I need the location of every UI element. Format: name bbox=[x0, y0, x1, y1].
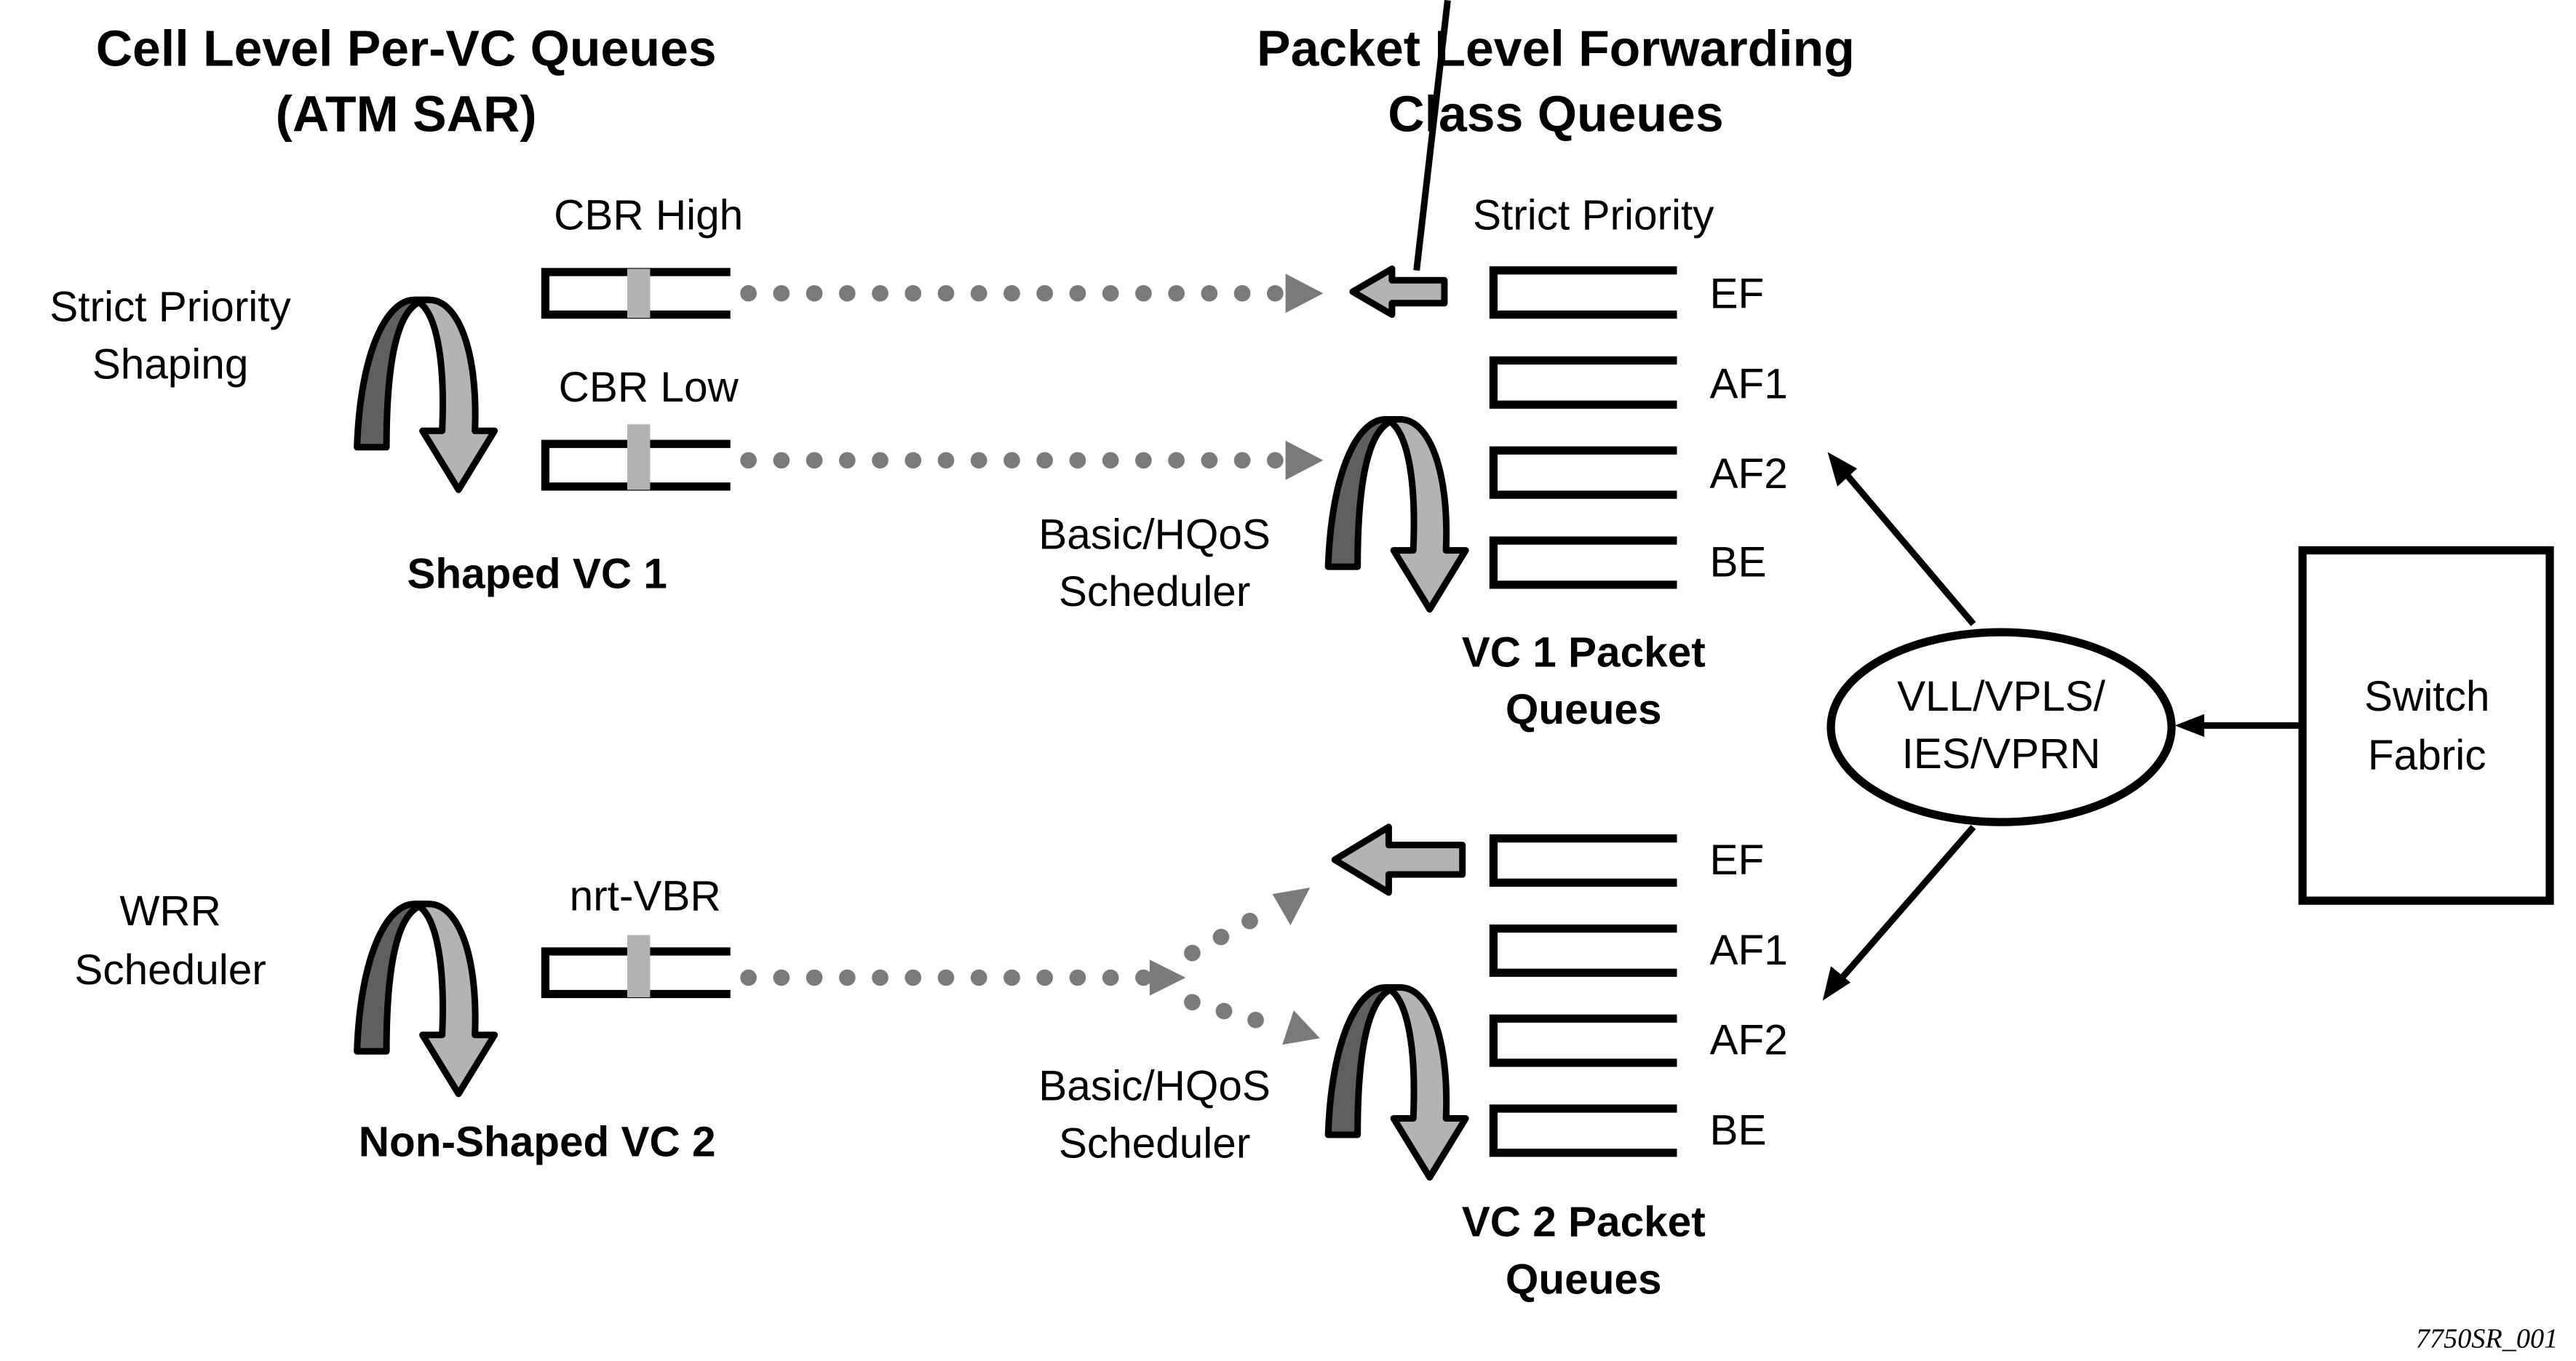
service-label-line2: IES/VPRN bbox=[1902, 730, 2101, 778]
vc1-queue-high bbox=[541, 268, 731, 319]
vc1-queue-ef: EF bbox=[1489, 266, 1764, 319]
vc2-cell-level: WRR Scheduler nrt-VBR Non-Shaped VC 2 bbox=[74, 873, 731, 1165]
vc1-scheduler-label-line1: Basic/HQoS bbox=[1038, 511, 1271, 558]
vc1-cell-level: Strict Priority Shaping CBR High CBR Low… bbox=[49, 191, 743, 597]
vc2-queue-label: nrt-VBR bbox=[570, 873, 721, 920]
strict-priority-leader bbox=[1413, 0, 1451, 271]
right-section-title: Packet Level Forwarding Class Queues bbox=[1257, 20, 1855, 142]
vc2-packet-caption-line1: VC 2 Packet bbox=[1462, 1199, 1706, 1246]
vc2-scheduler-label-line1: WRR bbox=[119, 887, 221, 935]
block-arrow-left-icon bbox=[1349, 266, 1448, 319]
vc2-queue-af2-label: AF2 bbox=[1709, 1017, 1787, 1064]
vc1-caption: Shaped VC 1 bbox=[407, 550, 667, 597]
vc2-scheduler-label-line1: Basic/HQoS bbox=[1038, 1063, 1271, 1110]
vc1-queue-ef-label: EF bbox=[1709, 271, 1764, 318]
vc1-packet-level: Strict Priority Basic/HQoS Scheduler EF … bbox=[1038, 0, 1788, 733]
vc2-queue-ef: EF bbox=[1489, 834, 1764, 887]
flow-nrt-vbr-split bbox=[740, 887, 1320, 1045]
vc2-queue-ef-label: EF bbox=[1709, 837, 1764, 884]
switch-fabric-box: Switch Fabric bbox=[2298, 546, 2554, 905]
service-label-line1: VLL/VPLS/ bbox=[1897, 673, 2106, 720]
vc1-queue-high-label: CBR High bbox=[554, 191, 743, 239]
circular-scheduler-arrow-icon bbox=[1328, 420, 1466, 610]
vc1-scheduler-label-line2: Scheduler bbox=[1059, 568, 1250, 615]
service-ellipse: VLL/VPLS/ IES/VPRN bbox=[1826, 628, 2176, 826]
vc1-packet-caption-line1: VC 1 Packet bbox=[1462, 628, 1706, 676]
vc1-queue-af2-label: AF2 bbox=[1709, 450, 1787, 498]
vc2-scheduler-label-line2: Scheduler bbox=[74, 946, 266, 994]
vc1-queue-af2: AF2 bbox=[1489, 446, 1788, 499]
right-title-line1: Packet Level Forwarding bbox=[1257, 20, 1855, 76]
circular-scheduler-arrow-icon bbox=[357, 904, 495, 1094]
switch-fabric-label-line2: Fabric bbox=[2368, 732, 2486, 779]
flow-cbr-low-to-scheduler bbox=[740, 440, 1324, 480]
vc1-scheduler-label-line1: Strict Priority bbox=[49, 284, 291, 331]
vc2-packet-caption-line2: Queues bbox=[1506, 1256, 1662, 1303]
vc2-packet-level: Basic/HQoS Scheduler EF AF1 AF2 BE VC 2 … bbox=[1038, 823, 1788, 1303]
vc1-queue-be-label: BE bbox=[1709, 539, 1766, 586]
arrow-fabric-to-service bbox=[2174, 714, 2303, 738]
flow-cbr-high-to-ef bbox=[740, 274, 1324, 314]
circular-scheduler-arrow-icon bbox=[357, 300, 495, 490]
vc2-queue-af2: AF2 bbox=[1489, 1014, 1788, 1067]
vc2-queue-nrt-vbr bbox=[541, 935, 731, 999]
vc1-queue-low-label: CBR Low bbox=[559, 364, 739, 411]
vc2-queue-af1-label: AF1 bbox=[1709, 927, 1787, 974]
left-section-title: Cell Level Per-VC Queues (ATM SAR) bbox=[96, 20, 717, 142]
vc1-scheduler-label-line2: Shaping bbox=[92, 340, 249, 388]
vc1-strict-priority-label: Strict Priority bbox=[1473, 191, 1714, 239]
right-title-line2: Class Queues bbox=[1388, 85, 1723, 142]
arrow-service-to-vc1 bbox=[1827, 452, 1976, 626]
vc1-queue-af1-label: AF1 bbox=[1709, 360, 1787, 407]
vc1-packet-caption-line2: Queues bbox=[1506, 686, 1662, 733]
vc2-queue-af1: AF1 bbox=[1489, 924, 1788, 977]
vc2-queue-be-label: BE bbox=[1709, 1107, 1766, 1154]
arrow-service-to-vc2 bbox=[1822, 824, 1976, 1001]
left-title-line2: (ATM SAR) bbox=[276, 85, 537, 142]
left-title-line1: Cell Level Per-VC Queues bbox=[96, 20, 717, 76]
circular-scheduler-arrow-icon bbox=[1328, 987, 1466, 1177]
block-arrow-left-icon bbox=[1331, 823, 1466, 896]
vc1-queue-low bbox=[541, 424, 731, 491]
vc2-scheduler-label-line2: Scheduler bbox=[1059, 1120, 1250, 1168]
figure-id: 7750SR_001 bbox=[2416, 1324, 2559, 1354]
switch-fabric-label-line1: Switch bbox=[2364, 673, 2489, 720]
vc2-caption: Non-Shaped VC 2 bbox=[359, 1118, 716, 1165]
vc1-queue-be: BE bbox=[1489, 536, 1767, 589]
vc2-queue-be: BE bbox=[1489, 1104, 1767, 1157]
vc1-queue-af1: AF1 bbox=[1489, 356, 1788, 409]
